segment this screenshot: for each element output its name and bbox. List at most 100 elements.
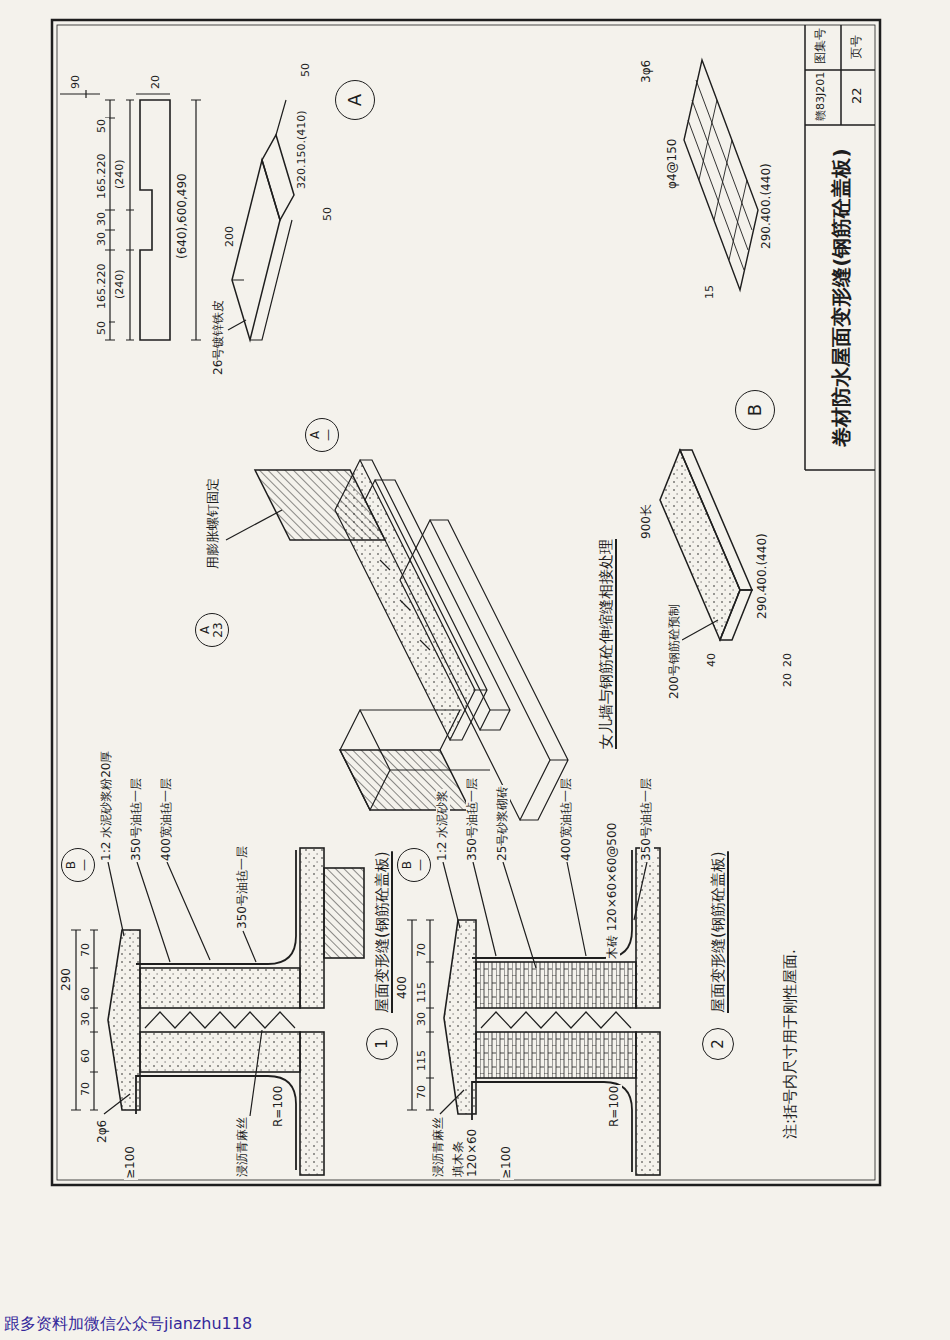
annotation: 165.220 <box>96 153 109 201</box>
annotation: 木砖 120×60×60@500 <box>606 822 620 960</box>
node-text: B <box>745 404 765 416</box>
annotation: 350号油毡一层 <box>640 777 654 862</box>
annotation: (240) <box>114 158 127 190</box>
node-subtext: 23 <box>212 622 225 637</box>
node-text: 2 <box>710 1039 727 1049</box>
annotation: 50 <box>322 206 335 222</box>
annotation: 页号 <box>850 34 864 60</box>
annotation: 图集号 <box>814 27 828 65</box>
sheet-plan-detail-part <box>140 100 170 340</box>
node-subtext: — <box>78 859 91 871</box>
annotation: 70 <box>80 942 93 958</box>
expansion-joint-section-1-part <box>136 850 296 1170</box>
annotation: 70 <box>416 1084 429 1100</box>
detail-number: 2 <box>702 1028 734 1060</box>
precast-slab-iso-part <box>682 620 718 640</box>
detail-caption: 女儿墙与钢筋砼伸缩缝相接处理 <box>598 538 615 750</box>
annotation: 290.400.(440) <box>760 162 774 250</box>
annotation: 30 <box>80 1011 93 1027</box>
annotation: 30 <box>416 1011 429 1027</box>
node-text: 卷材防水屋面变形缝(钢筋砼盖板) <box>830 148 852 446</box>
annotation: 115 <box>416 1049 429 1072</box>
expansion-joint-section-1-part <box>300 848 324 1008</box>
annotation: φ4@150 <box>666 138 680 190</box>
annotation: 290 <box>60 967 74 992</box>
annotation: 浸沥青麻丝 <box>432 1116 446 1178</box>
expansion-joint-section-2-part <box>476 1032 636 1078</box>
annotation: R=100 <box>608 1085 622 1128</box>
detail-mark: B <box>735 390 775 430</box>
annotation: 70 <box>416 942 429 958</box>
node-subtext: — <box>322 429 335 441</box>
annotation: 400宽油毡一层 <box>160 777 174 862</box>
annotation: 200 <box>224 225 237 248</box>
sheet-plan-detail-part <box>126 100 134 340</box>
annotation: 用膨胀螺钉固定 <box>206 477 221 570</box>
node-text: A <box>309 431 322 439</box>
sheet-plan-detail-part <box>191 100 201 340</box>
galvanized-sheet-iso <box>228 100 294 340</box>
annotation: 400 <box>396 975 410 1000</box>
annotation: 1:2 水泥砂浆粉20厚 <box>100 750 114 862</box>
sheet-frame-part <box>57 25 875 1180</box>
galvanized-sheet-iso-part <box>232 160 280 340</box>
annotation: 浸沥青麻丝 <box>236 1116 250 1178</box>
annotation: ≥100 <box>124 1145 138 1180</box>
expansion-joint-section-2-part <box>481 1012 631 1028</box>
galvanized-sheet-iso-part <box>228 320 246 330</box>
rebar-sketch <box>684 60 758 290</box>
annotation: 填木条 120×60 <box>452 1128 480 1178</box>
annotation: 20 <box>782 652 795 668</box>
expansion-joint-section-2-part <box>476 962 636 1008</box>
isometric-parapet-joint-part <box>340 710 390 810</box>
annotation: 20 <box>782 672 795 688</box>
rebar-sketch-part <box>684 60 758 290</box>
sheet-plan-detail <box>60 90 201 340</box>
annotation: 1:2 水泥砂浆 <box>436 789 450 862</box>
galvanized-sheet-iso-part <box>262 135 294 220</box>
annotation: 350号油毡一层 <box>466 777 480 862</box>
sheet-plan-detail-part <box>60 90 170 98</box>
title-box: 卷材防水屋面变形缝(钢筋砼盖板) <box>806 125 876 470</box>
expansion-joint-section-1-part <box>140 1032 300 1072</box>
node-text: A <box>199 626 212 634</box>
rebar-sketch-part <box>688 80 752 270</box>
watermark: 跟多资料加微信公众号jianzhu118 <box>4 1314 252 1335</box>
node-text: B <box>401 861 414 869</box>
expansion-joint-section-1-part <box>324 868 364 958</box>
node-text: B <box>65 861 78 869</box>
annotation: 50 <box>300 62 313 78</box>
annotation: 50 <box>96 320 109 336</box>
annotation: 25号砂浆砌砖 <box>496 785 510 862</box>
precast-slab-iso-part <box>720 590 752 640</box>
isometric-parapet-joint-part <box>255 470 385 540</box>
annotation: 320.150.(410) <box>296 109 309 190</box>
annotation: 注:括号内尺寸用于刚性屋面. <box>782 948 799 1140</box>
sheet-frame-part <box>52 20 880 1185</box>
precast-slab-iso-part <box>680 450 752 590</box>
annotation: 40 <box>706 652 719 668</box>
annotation: 50 <box>96 118 109 134</box>
annotation: 350号油毡一层 <box>130 777 144 862</box>
annotation: 900长 <box>640 503 654 540</box>
expansion-joint-section-1-part <box>300 1032 324 1175</box>
expansion-joint-section-2-part <box>636 848 660 1008</box>
annotation: 15 <box>704 284 717 300</box>
annotation: 60 <box>80 1048 93 1064</box>
annotation: 30 <box>96 231 109 247</box>
annotation: 2φ6 <box>96 1119 110 1144</box>
annotation: R=100 <box>272 1085 286 1128</box>
expansion-joint-section-2-part <box>636 1032 660 1175</box>
annotation: 60 <box>80 986 93 1002</box>
galvanized-sheet-iso-part <box>232 100 292 340</box>
annotation: 290.400.(440) <box>756 532 770 620</box>
expansion-joint-section-1 <box>71 848 364 1175</box>
annotation: ≥100 <box>500 1145 514 1180</box>
isometric-parapet-joint-part <box>360 460 487 740</box>
annotation: 90 <box>70 74 83 90</box>
expansion-joint-section-1-part <box>140 968 300 1008</box>
detail-caption: 屋面变形缝(钢筋砼盖板) <box>710 850 727 1014</box>
sheet-frame <box>52 20 880 1185</box>
annotation: 30 <box>96 211 109 227</box>
